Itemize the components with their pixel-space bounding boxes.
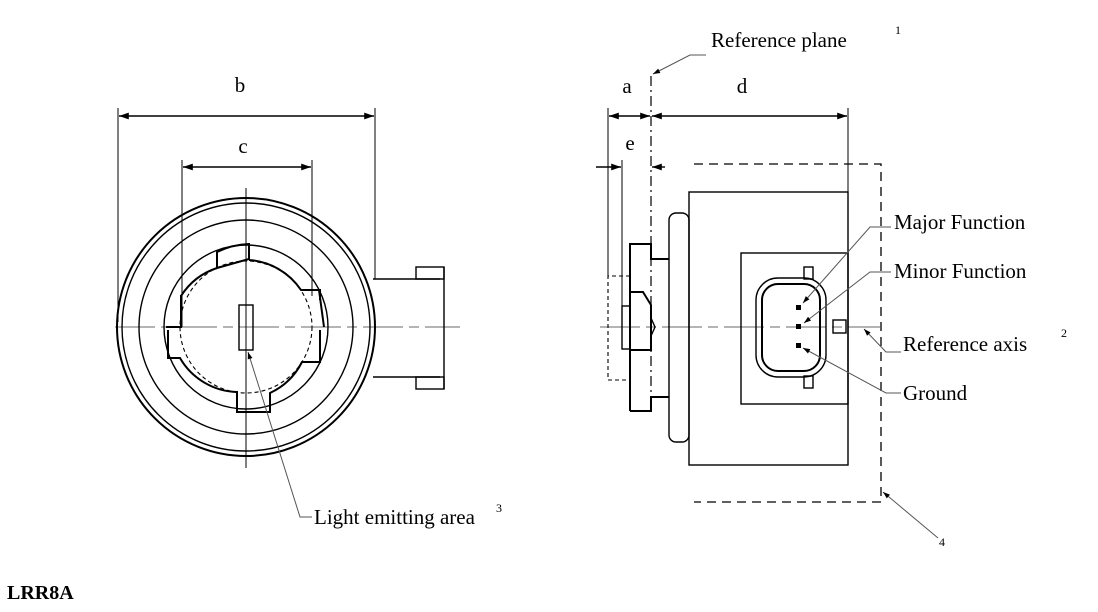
bayonet-outline bbox=[216, 242, 250, 270]
reference-plane-note: 1 bbox=[895, 23, 901, 37]
lug-left bbox=[166, 295, 182, 328]
ground-label: Ground bbox=[903, 381, 968, 405]
front-view: b c Light emitting area 3 bbox=[115, 73, 502, 529]
dimension-d-label: d bbox=[737, 74, 748, 98]
bayonet-ring bbox=[163, 244, 329, 410]
light-emitting-area-label: Light emitting area bbox=[314, 505, 476, 529]
outer-ring bbox=[116, 197, 376, 457]
major-function-callout: Major Function bbox=[802, 210, 1026, 304]
light-emitting-area-callout: Light emitting area 3 bbox=[247, 351, 502, 529]
pin-minor-function bbox=[796, 324, 801, 329]
cap-contact bbox=[621, 305, 631, 350]
major-function-label: Major Function bbox=[894, 210, 1026, 234]
minor-function-callout: Minor Function bbox=[803, 259, 1027, 324]
pin-major-function bbox=[796, 305, 801, 310]
flange bbox=[668, 212, 690, 443]
cap-boss bbox=[630, 291, 652, 351]
hidden-outline bbox=[607, 275, 630, 381]
dimension-b: b bbox=[117, 73, 376, 322]
dimension-b-label: b bbox=[235, 73, 246, 97]
dimension-c-label: c bbox=[238, 134, 247, 158]
light-emitting-area-note: 3 bbox=[496, 501, 502, 515]
reference-axis-callout: Reference axis 2 bbox=[863, 326, 1067, 356]
ground-callout: Ground bbox=[802, 347, 968, 405]
drawing-title: LRR8A bbox=[7, 582, 74, 604]
base-circle-hidden bbox=[179, 260, 313, 394]
envelope-callout: 4 bbox=[882, 491, 945, 549]
minor-function-label: Minor Function bbox=[894, 259, 1027, 283]
connector-window bbox=[740, 252, 849, 405]
dimension-a: a bbox=[609, 74, 650, 120]
side-view: a d e Reference plane 1 Major Function M… bbox=[596, 23, 1067, 549]
dimension-e-label: e bbox=[625, 131, 634, 155]
reference-plane-label: Reference plane bbox=[711, 28, 847, 52]
pin-ground bbox=[796, 343, 801, 348]
dimension-d: d bbox=[652, 74, 847, 120]
reference-axis-label: Reference axis bbox=[903, 332, 1027, 356]
connector-housing bbox=[755, 266, 847, 389]
envelope-outline bbox=[694, 163, 882, 503]
lug-top bbox=[216, 244, 250, 268]
dimension-e: e bbox=[596, 131, 665, 171]
envelope-note: 4 bbox=[939, 535, 945, 549]
side-connector bbox=[373, 266, 445, 390]
reference-plane-callout: Reference plane 1 bbox=[652, 23, 901, 75]
cap bbox=[629, 243, 669, 412]
dimension-a-label: a bbox=[622, 74, 632, 98]
main-body bbox=[688, 191, 849, 466]
flange-ring bbox=[138, 219, 354, 435]
outer-ring-inner-edge bbox=[121, 202, 371, 452]
cap-tip bbox=[650, 317, 656, 337]
light-emitting-area-rect bbox=[238, 304, 254, 351]
reference-axis-note: 2 bbox=[1061, 326, 1067, 340]
lug-bottom bbox=[236, 392, 271, 413]
lug-right bbox=[307, 289, 325, 328]
dimension-c: c bbox=[181, 134, 313, 327]
